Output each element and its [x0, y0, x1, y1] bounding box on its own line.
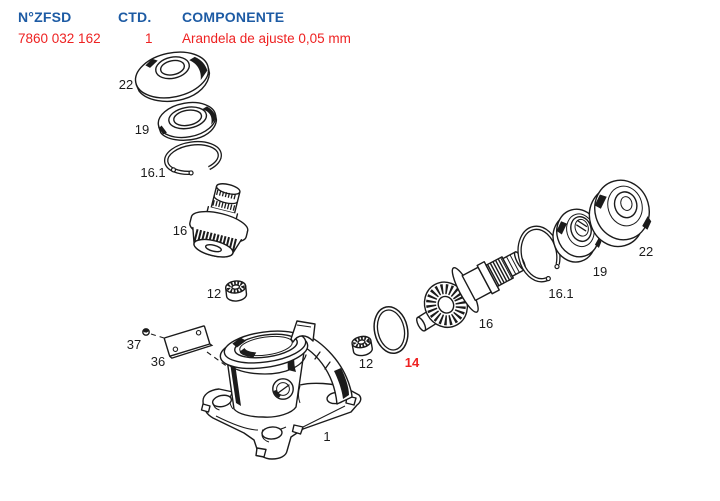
- quantity-value[interactable]: 1: [145, 31, 153, 46]
- part-seal-right: [552, 208, 602, 263]
- part-shim-ring[interactable]: [370, 304, 412, 357]
- column-component: COMPONENTE: [182, 9, 285, 25]
- part-seal-left: [157, 101, 218, 141]
- callout-label-12[interactable]: 12: [207, 286, 221, 301]
- part-snap-ring-left: [163, 140, 223, 176]
- callout-label-16[interactable]: 16: [173, 223, 187, 238]
- callout-label-22[interactable]: 22: [119, 77, 133, 92]
- callout-label-37[interactable]: 37: [127, 337, 141, 352]
- part-bearing-cap-right: [588, 179, 652, 248]
- part-screw: [142, 328, 150, 336]
- callout-label-16[interactable]: 16: [479, 316, 493, 331]
- part-bevel-gear-shaft: [416, 251, 527, 332]
- callout-label-19[interactable]: 19: [135, 122, 149, 137]
- part-number-value[interactable]: 7860 032 162: [18, 31, 101, 46]
- part-needle-bushing-left: [225, 280, 248, 302]
- part-locking-plate: [163, 325, 214, 359]
- component-value[interactable]: Arandela de ajuste 0,05 mm: [182, 31, 351, 46]
- callout-label-14[interactable]: 14: [405, 355, 420, 370]
- callout-labels: 22 19 16.1 16 12 37 36 1 12 14 16 16.1 19 22: [119, 77, 653, 444]
- part-needle-bushing-right: [351, 335, 373, 357]
- column-part-number: N°ZFSD: [18, 9, 72, 25]
- callout-label-16.1[interactable]: 16.1: [548, 286, 573, 301]
- part-dust-cap-left: [134, 51, 211, 102]
- callout-label-19[interactable]: 19: [593, 264, 607, 279]
- callout-label-12[interactable]: 12: [359, 356, 373, 371]
- leader-line-37: [150, 333, 165, 339]
- part-housing: [200, 320, 362, 460]
- callout-label-16.1[interactable]: 16.1: [140, 165, 165, 180]
- part-pinion-bearing-left: [189, 183, 249, 258]
- callout-label-36[interactable]: 36: [151, 354, 165, 369]
- callout-label-1[interactable]: 1: [323, 429, 330, 444]
- column-quantity: CTD.: [118, 9, 152, 25]
- callout-label-22[interactable]: 22: [639, 244, 653, 259]
